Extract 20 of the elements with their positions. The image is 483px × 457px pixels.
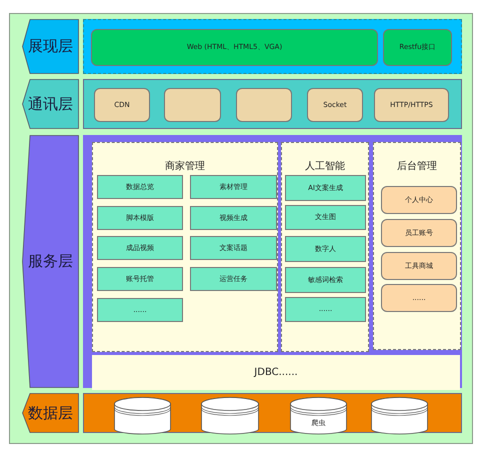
layer-panel bbox=[83, 79, 462, 129]
panel-heading: 后台管理 bbox=[396, 160, 438, 173]
layer-tab: 服务层 bbox=[22, 135, 79, 388]
database-cylinder bbox=[371, 397, 428, 434]
component-band: JDBC...... bbox=[92, 355, 460, 390]
database-cylinder bbox=[201, 397, 259, 434]
layer-panel bbox=[83, 393, 462, 433]
group-panel bbox=[281, 142, 369, 352]
database-cylinder bbox=[114, 397, 171, 434]
layer-tab: 通讯层 bbox=[22, 79, 79, 129]
module-box bbox=[164, 88, 221, 122]
layer-panel bbox=[83, 135, 462, 388]
group-panel bbox=[373, 142, 461, 350]
module-box bbox=[236, 88, 292, 122]
layer-tab: 展现层 bbox=[22, 19, 79, 74]
layer-tab: 数据层 bbox=[22, 393, 79, 433]
panel-heading: 商家管理 bbox=[164, 160, 206, 173]
layer-panel bbox=[83, 19, 462, 74]
panel-heading: 人工智能 bbox=[304, 160, 346, 173]
group-panel bbox=[92, 142, 278, 352]
